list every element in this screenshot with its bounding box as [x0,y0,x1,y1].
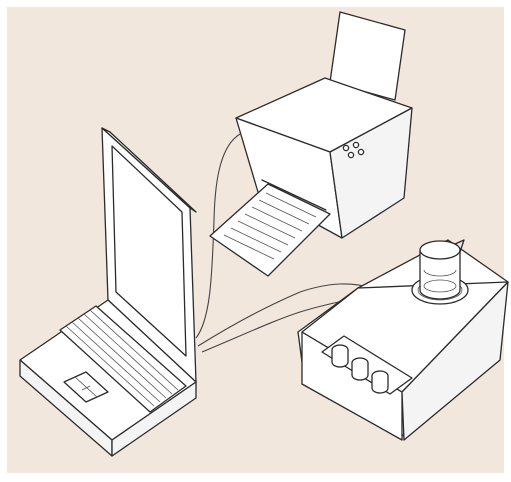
knob [372,376,388,393]
printer-button [348,152,353,157]
printer [210,12,412,276]
beaker-rim [420,241,460,259]
printer-button [353,142,358,147]
knob [352,363,368,380]
printer-button [358,149,363,154]
stirrer-instrument [298,240,508,440]
knob [332,350,348,367]
laptop [20,128,196,456]
printer-button [343,145,348,150]
